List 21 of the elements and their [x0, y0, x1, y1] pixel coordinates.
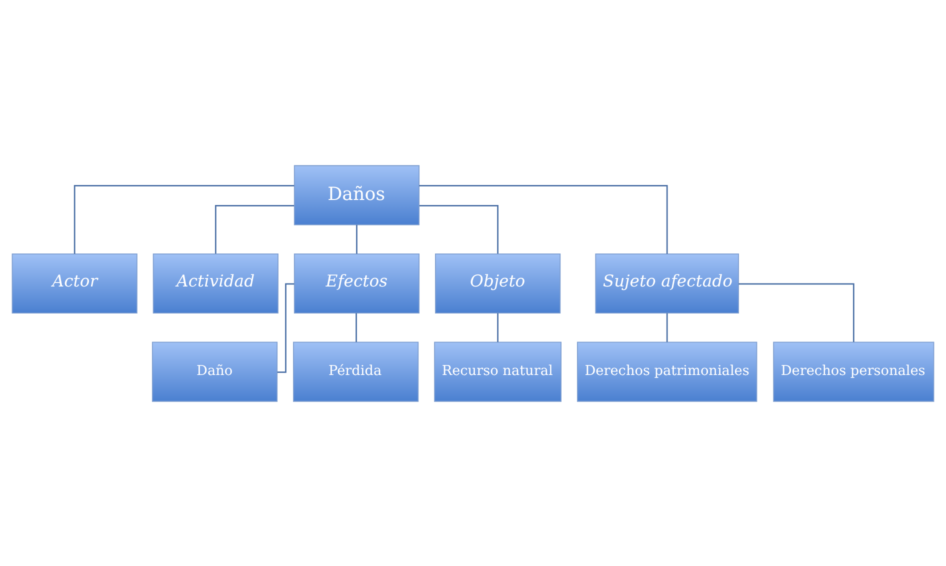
connector	[497, 312, 498, 342]
node-box: Derechos patrimoniales	[576, 341, 758, 402]
connector	[419, 184, 668, 254]
node-box: Recurso natural	[434, 341, 562, 402]
connector	[356, 312, 357, 342]
node-box: Actor	[12, 252, 138, 314]
node-box: Actividad	[152, 252, 278, 314]
connector	[214, 204, 294, 254]
node-box: Derechos personales	[773, 341, 934, 402]
connector	[356, 224, 358, 254]
node-box: Efectos	[294, 252, 420, 314]
node-box: Daño	[152, 341, 278, 402]
connector	[419, 204, 498, 254]
node-box: Objeto	[435, 252, 561, 314]
connector	[74, 184, 294, 254]
node-box: Daños	[294, 164, 420, 225]
node-box: Sujeto afectado	[595, 252, 739, 314]
node-box: Pérdida	[293, 341, 419, 402]
connector	[277, 282, 294, 372]
connector	[738, 282, 854, 342]
connector	[666, 312, 668, 342]
